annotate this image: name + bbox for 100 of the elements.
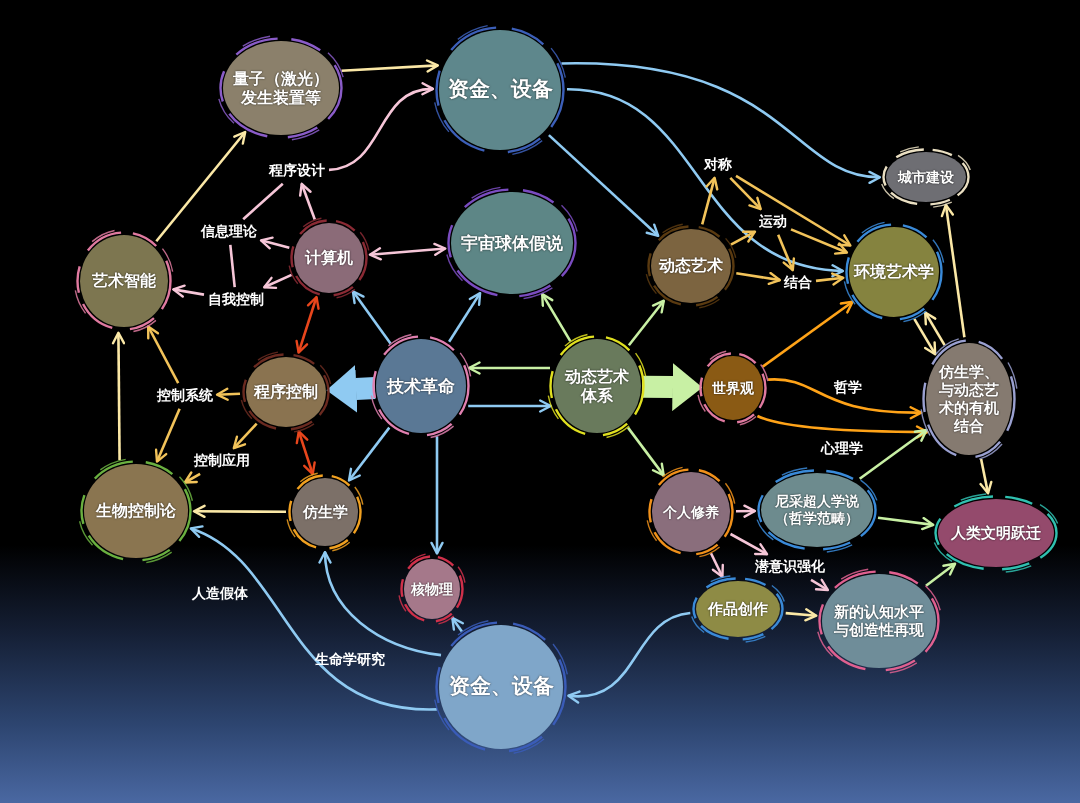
arrow: [858, 428, 928, 480]
concept-circle: [216, 34, 346, 142]
arrow: [940, 203, 966, 338]
concept-circle: [287, 216, 371, 300]
concept-label: 信息理论: [201, 223, 257, 241]
arrow: [877, 516, 935, 531]
concept-circle: [842, 220, 946, 324]
node-label: 仿生学: [302, 503, 348, 521]
arrow: [626, 426, 665, 477]
arrow: [154, 408, 181, 463]
arrow: [736, 504, 757, 518]
arrow: [777, 234, 796, 272]
edge-label: 生命学研究: [315, 651, 385, 669]
arrow: [189, 526, 437, 711]
node-label: 宇宙球体假说: [461, 232, 563, 254]
concept-label: 控制系统: [157, 387, 213, 405]
arrow: [790, 228, 849, 255]
double-arrow: [295, 295, 320, 354]
concept-circle: [931, 492, 1061, 574]
concept-circle: [432, 618, 570, 756]
arrow: [736, 271, 782, 286]
node-label: 计算机: [305, 248, 353, 268]
arrow: [925, 562, 957, 587]
arrow: [319, 550, 442, 657]
connector-line: [242, 182, 284, 221]
arrow: [430, 436, 444, 555]
arrow: [729, 532, 769, 556]
node-label: 资金、设备: [447, 77, 553, 103]
concept-circle: [645, 465, 737, 559]
concept-circle: [77, 457, 195, 565]
concept-circle: [689, 574, 787, 644]
node-label: 仿生学、与动态艺术的有机结合: [938, 363, 1000, 435]
arrow: [785, 608, 818, 622]
arrow: [627, 299, 665, 346]
concept-circle: [444, 185, 580, 301]
arrow: [172, 284, 205, 298]
connector-line: [229, 244, 236, 288]
concept-circle: [397, 552, 467, 626]
arrow: [192, 504, 286, 519]
node-label: 程序控制: [254, 382, 318, 402]
node-label: 作品创作: [708, 600, 768, 618]
node-label: 城市建设: [898, 168, 954, 186]
arrow: [924, 311, 946, 346]
arrow: [298, 182, 317, 220]
arrow: [232, 422, 258, 450]
arrow: [548, 134, 660, 237]
arrow: [328, 83, 435, 172]
arrow: [567, 611, 691, 703]
arrow: [735, 174, 852, 247]
node-label: 动态艺术: [659, 256, 723, 276]
node-label: 艺术智能: [92, 271, 156, 291]
node-label: 新的认知水平与创造性再现: [833, 603, 925, 639]
arrow: [815, 272, 845, 286]
arrow: [756, 414, 929, 439]
arrow: [561, 62, 882, 183]
concept-label: 程序设计: [269, 162, 325, 180]
arrow: [709, 552, 724, 578]
concept-label: 控制应用: [194, 452, 250, 470]
arrow: [347, 426, 391, 482]
arrow: [215, 387, 241, 401]
node-label: 世界观: [712, 379, 754, 397]
arrow: [468, 399, 552, 413]
concept-circle: [696, 349, 770, 427]
node-label: 核物理: [411, 580, 453, 598]
concept-label: 自我控制: [208, 291, 264, 309]
node-label: 量子（激光）发生装置等: [232, 68, 330, 108]
arrow: [448, 291, 482, 343]
arrow: [566, 88, 845, 277]
concept-label: 结合: [784, 274, 812, 292]
double-arrow: [368, 242, 447, 261]
node-label: 资金、设备: [448, 674, 554, 700]
arrow: [700, 176, 719, 225]
concept-label: 运动: [759, 213, 787, 231]
arrow: [913, 318, 937, 356]
concept-circle: [369, 332, 473, 440]
concept-circle: [239, 350, 333, 434]
arrow: [761, 300, 854, 368]
concept-label: 潜意识强化: [755, 558, 825, 576]
node-label: 动态艺术体系: [563, 366, 630, 406]
arrow: [155, 130, 247, 243]
arrow: [730, 230, 757, 246]
node-label: 人类文明跃迁: [951, 524, 1041, 542]
concept-circle: [73, 228, 175, 334]
node-label: 技术革命: [387, 375, 455, 397]
arrow: [147, 325, 180, 384]
edge-label: 心理学: [821, 440, 863, 458]
concept-circle: [546, 332, 648, 440]
arrow: [729, 176, 762, 211]
arrow: [263, 273, 293, 290]
arrow: [111, 331, 126, 461]
arrow: [183, 471, 201, 484]
concept-circle: [754, 466, 880, 554]
edge-label: 人造假体: [192, 585, 248, 603]
concept-circle: [919, 336, 1019, 462]
arrow: [341, 59, 439, 73]
concept-circle: [432, 23, 568, 157]
arrow: [451, 616, 465, 633]
node-label: 个人修养: [663, 503, 719, 521]
node-label: 环境艺术学: [854, 262, 934, 282]
block-arrow: [326, 364, 376, 413]
